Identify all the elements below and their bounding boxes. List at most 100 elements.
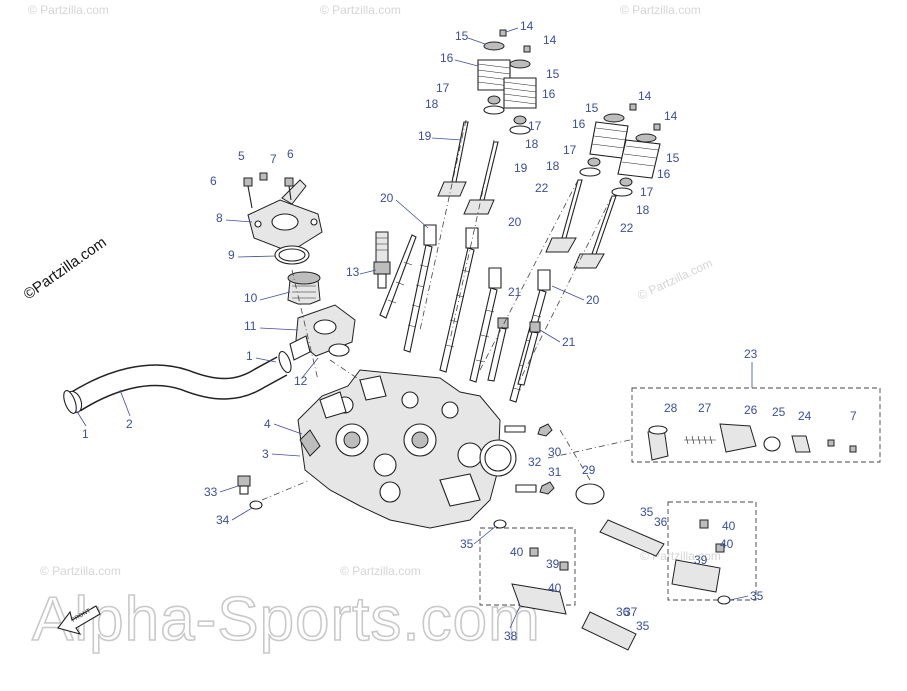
callout-number: 35	[640, 505, 654, 519]
callout-number: 14	[638, 89, 652, 103]
callout-number: 1	[246, 349, 253, 363]
callout-number: 15	[455, 29, 469, 43]
callout-number: 18	[636, 203, 650, 217]
valve-spring	[477, 41, 661, 197]
callout-number: 18	[525, 137, 539, 151]
callout-number: 26	[744, 403, 758, 417]
callout-number: 35	[460, 537, 474, 551]
callout-number: 22	[620, 221, 634, 235]
callout-number: 21	[508, 285, 522, 299]
callout-number: 14	[664, 109, 678, 123]
callout-number: 37	[624, 605, 638, 619]
callout-number: 22	[535, 181, 549, 195]
callout-number: 40	[510, 545, 524, 559]
callout-number: 14	[543, 33, 557, 47]
callout-number: 23	[744, 347, 758, 361]
plug-bolt	[237, 475, 263, 510]
callout-number: 39	[694, 553, 708, 567]
callout-number: 4	[264, 417, 271, 431]
callout-number: 6	[287, 147, 294, 161]
cylinder-head	[297, 369, 501, 529]
hose-clamp	[63, 350, 292, 414]
callout-number: 7	[850, 409, 857, 423]
callout-number: 33	[204, 485, 218, 499]
callout-number: 16	[542, 87, 556, 101]
o-ring	[278, 248, 306, 262]
callout-number: 14	[520, 19, 534, 33]
callout-number: 16	[440, 51, 454, 65]
callout-number: 16	[572, 117, 586, 131]
callout-number: 21	[562, 335, 576, 349]
watermark-text: © Partzilla.com	[340, 564, 421, 578]
callout-number: 40	[548, 581, 562, 595]
callout-number: 12	[294, 374, 308, 388]
watermark-text: © Partzilla.com	[320, 3, 401, 17]
callout-number: 17	[563, 143, 577, 157]
thermostat	[287, 271, 321, 305]
watermark-text: © Partzilla.com	[635, 256, 714, 303]
valve-cotter	[499, 29, 661, 131]
callout-number: 40	[722, 519, 736, 533]
callout-number: 15	[585, 101, 599, 115]
stud-bolt	[487, 317, 541, 386]
callout-number: 11	[244, 319, 257, 333]
callout-number: 2	[126, 417, 133, 431]
rocker-arm-assembly	[479, 501, 757, 615]
watermark-layer: © Partzilla.com © Partzilla.com © Partzi…	[28, 3, 721, 655]
callout-number: 15	[666, 151, 680, 165]
watermark-text: © Partzilla.com	[640, 549, 721, 563]
callout-number: 17	[436, 81, 450, 95]
thermostat-housing	[289, 304, 356, 361]
spark-plug	[373, 231, 391, 289]
callout-number: 29	[582, 463, 596, 477]
callout-number: 1	[82, 427, 89, 441]
callout-number: 25	[772, 405, 786, 419]
watermark-text: © Partzilla.com	[620, 3, 701, 17]
callout-number: 19	[514, 161, 528, 175]
callout-number: 19	[418, 129, 432, 143]
assembly-guide-lines	[261, 119, 631, 501]
intake-valve	[437, 121, 499, 215]
callout-number: 38	[504, 629, 518, 643]
brand-label: ©Partzilla.com	[21, 234, 110, 304]
tensioner-assembly	[631, 387, 881, 463]
callout-number: 28	[664, 401, 678, 415]
coolant-hose	[65, 356, 288, 414]
callout-number: 8	[216, 211, 223, 225]
callout-number: 15	[546, 67, 560, 81]
callout-number: 24	[798, 409, 812, 423]
site-watermark: Alpha-Sports.com	[32, 585, 541, 654]
callout-number: 7	[270, 152, 277, 166]
thermostat-cover	[247, 179, 323, 253]
callout-number: 35	[636, 619, 650, 633]
callout-number: 35	[750, 589, 764, 603]
exhaust-gasket	[479, 423, 605, 505]
callout-number: 20	[508, 215, 522, 229]
callout-number: 10	[244, 291, 258, 305]
callout-number: 17	[528, 119, 542, 133]
callout-number: 30	[548, 445, 562, 459]
callout-number: 13	[346, 265, 360, 279]
callout-number: 34	[216, 513, 230, 527]
callout-number: 40	[720, 537, 734, 551]
callout-number: 31	[548, 465, 562, 479]
callout-number: 32	[528, 455, 542, 469]
exhaust-valve	[545, 179, 617, 269]
callout-number: 17	[640, 185, 654, 199]
callout-number: 9	[228, 248, 235, 262]
callout-number: 16	[657, 167, 671, 181]
callout-number: 20	[586, 293, 600, 307]
callout-number: 6	[210, 174, 217, 188]
watermark-text: © Partzilla.com	[40, 564, 121, 578]
watermark-text: © Partzilla.com	[28, 3, 109, 17]
callout-labels: 14 15 14 15 16 16 17 18 17 18 19 19 14 1…	[75, 19, 857, 643]
callout-number: 20	[380, 191, 394, 205]
callout-number: 18	[425, 97, 439, 111]
callout-number: 36	[654, 515, 668, 529]
callout-number: 18	[546, 159, 560, 173]
camshaft	[581, 519, 665, 651]
callout-number: 5	[238, 149, 245, 163]
callout-number: 39	[546, 557, 560, 571]
